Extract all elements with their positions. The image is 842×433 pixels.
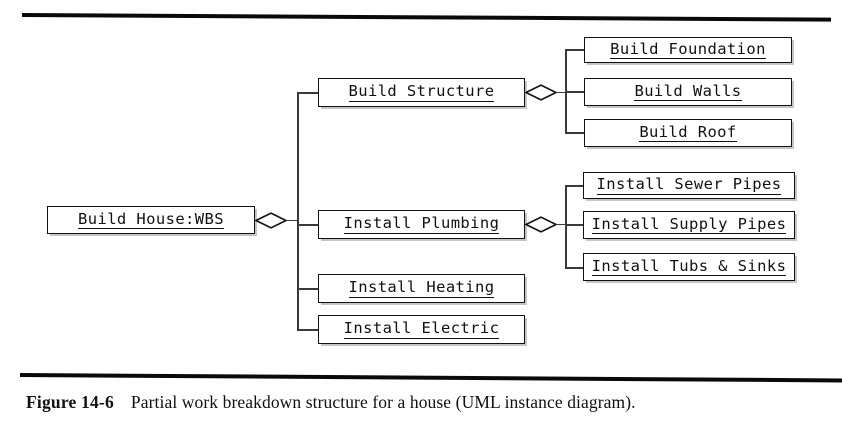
figure-caption-text: Partial work breakdown structure for a h… [130, 392, 636, 412]
link-to-install-electric [297, 329, 319, 331]
node-label: Install Sewer Pipes [596, 175, 782, 195]
node-install-sewer-pipes[interactable]: Install Sewer Pipes [583, 172, 795, 199]
node-install-heating[interactable]: Install Heating [318, 274, 525, 303]
node-install-tubs-sinks[interactable]: Install Tubs & Sinks [583, 253, 795, 281]
figure-number: Figure 14-6 [26, 392, 114, 412]
link-plumbing-stub [556, 223, 567, 226]
link-to-build-walls [565, 91, 585, 93]
link-to-install-tubs-sinks [565, 267, 584, 269]
link-to-install-plumbing [297, 224, 319, 226]
uml-instance-diagram: Build House:WBS Build Structure Install … [47, 37, 795, 344]
node-label: Install Heating [348, 278, 495, 298]
node-label: Install Tubs & Sinks [591, 256, 787, 277]
aggregation-diamond-root [254, 212, 288, 229]
link-to-install-supply-pipes [565, 224, 584, 226]
node-label: Install Electric [343, 319, 500, 339]
node-label: Install Plumbing [343, 214, 500, 234]
node-build-house-wbs[interactable]: Build House:WBS [47, 206, 255, 234]
link-to-build-structure [297, 92, 319, 94]
node-label: Build Structure [348, 82, 495, 102]
node-label: Build Foundation [610, 39, 766, 60]
node-build-walls[interactable]: Build Walls [584, 78, 792, 106]
node-build-structure[interactable]: Build Structure [318, 78, 525, 107]
link-to-build-foundation [565, 49, 585, 51]
node-label: Build House:WBS [78, 209, 224, 230]
node-build-foundation[interactable]: Build Foundation [584, 37, 792, 63]
node-install-plumbing[interactable]: Install Plumbing [318, 210, 525, 239]
page-rule-bottom [19, 373, 842, 383]
link-structure-stub [556, 91, 567, 94]
node-label: Build Walls [634, 81, 742, 102]
node-label: Build Roof [639, 122, 737, 143]
link-to-build-roof [565, 132, 585, 134]
node-build-roof[interactable]: Build Roof [584, 119, 792, 147]
node-install-supply-pipes[interactable]: Install Supply Pipes [583, 211, 795, 239]
node-install-electric[interactable]: Install Electric [318, 315, 525, 344]
link-root-trunk [297, 93, 299, 331]
link-to-install-sewer-pipes [565, 185, 584, 187]
link-root-stub [286, 219, 299, 222]
aggregation-diamond-install-plumbing [524, 216, 558, 233]
figure-caption: Figure 14-6 Partial work breakdown struct… [26, 392, 826, 413]
node-label: Install Supply Pipes [591, 214, 787, 235]
aggregation-diamond-build-structure [524, 84, 558, 101]
link-plumbing-trunk [565, 186, 567, 269]
link-to-install-heating [297, 288, 319, 290]
